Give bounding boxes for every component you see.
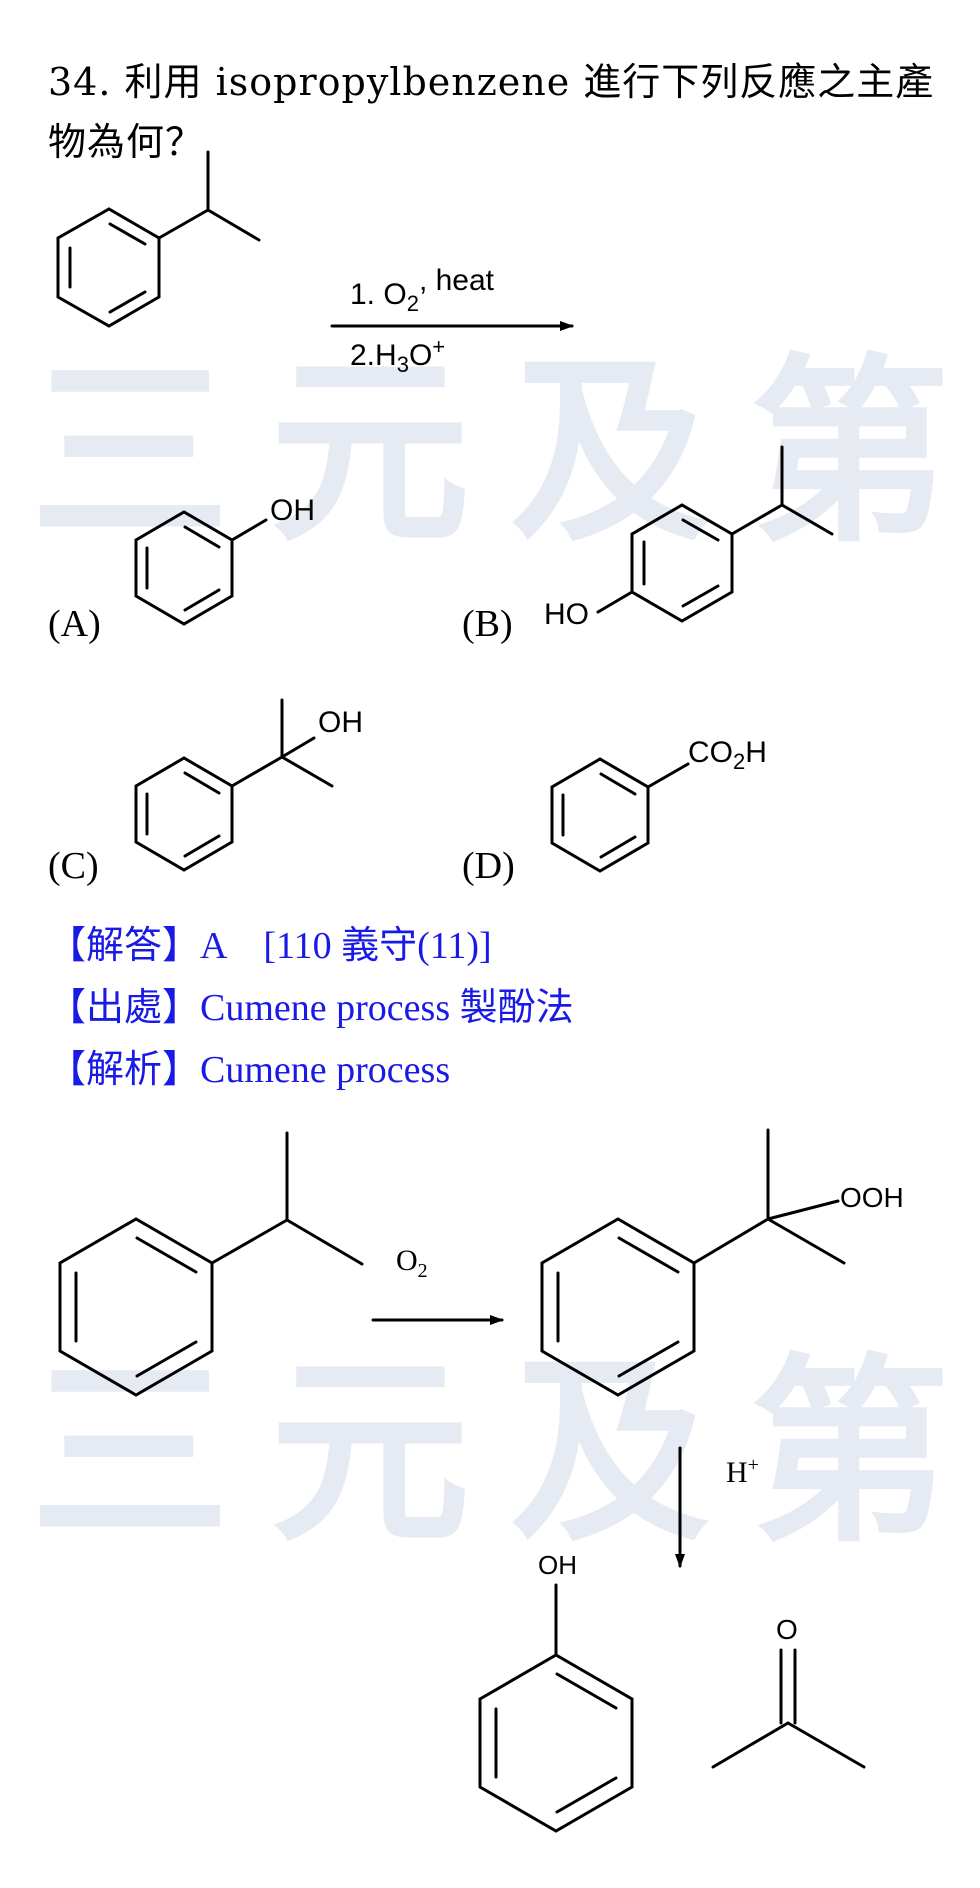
step2-text: 2.H [350,339,397,372]
hplus-text: H [726,1456,748,1489]
analysis-row: 【解析】Cumene process [48,1038,450,1101]
question-line-2: 物為何？ [48,120,205,164]
watermark-top: 三元及第 [30,337,980,570]
option-c-oh: OH [318,706,363,739]
o2-sub: 2 [417,1260,428,1282]
answer-text: A [110 義守(11)] [200,925,492,967]
step1-tail: , heat [418,264,495,297]
option-d-label: (D) [462,845,515,887]
co2h-tail: H [745,736,767,769]
source-tag: 【出處】 [48,985,201,1029]
o2-text: O [396,1244,418,1277]
watermark-bottom: 三元及第 [30,1337,980,1570]
answer-row: 【解答】A [110 義守(11)] [48,914,492,977]
step2-sub: 3 [396,352,409,377]
co2-sub: 2 [733,749,746,774]
hplus-sup: + [747,1454,759,1476]
analysis-tag: 【解析】 [48,1047,201,1091]
product-acetone-o: O [776,1614,798,1645]
option-c-label: (C) [48,845,99,887]
question-text: 34. 利用 isopropylbenzene 進行下列反應之主產 物為何？ [48,52,948,172]
option-a-structure [134,510,268,626]
option-a-label: (A) [48,603,101,645]
mechanism-o2-label: O2 [396,1244,428,1283]
analysis-text: Cumene process [200,1049,451,1091]
product-phenol-structure [478,1583,634,1833]
product-phenol-oh: OH [538,1550,577,1580]
option-b-label: (B) [462,603,513,645]
step1-sub: 2 [406,291,419,316]
option-d-structure [550,757,690,873]
cumene-hydroperoxide-structure [540,1128,846,1397]
step2-sup: + [432,334,446,359]
hplus-label: H+ [726,1454,759,1490]
source-text: Cumene process 製酚法 [200,987,574,1029]
step2-o: O [408,339,433,372]
question-line-1: 34. 利用 isopropylbenzene 進行下列反應之主產 [48,60,935,104]
reaction-step-2: 2.H3O+ [350,334,445,378]
co-text: CO [688,736,733,769]
option-b-ho: HO [544,598,589,631]
ooh-label: OOH [840,1182,904,1213]
product-acetone-structure [711,1648,866,1769]
option-c-structure [134,698,334,872]
option-b-structure [596,445,834,623]
step1-text: 1. O [350,278,407,311]
source-row: 【出處】Cumene process 製酚法 [48,976,574,1039]
reaction-step-1: 1. O2, heat [350,264,494,317]
mechanism-cumene-structure [58,1131,364,1397]
isopropylbenzene-structure [56,150,261,328]
answer-tag: 【解答】 [48,923,201,967]
option-d-co2h: CO2H [688,736,767,775]
option-a-oh: OH [270,494,315,527]
